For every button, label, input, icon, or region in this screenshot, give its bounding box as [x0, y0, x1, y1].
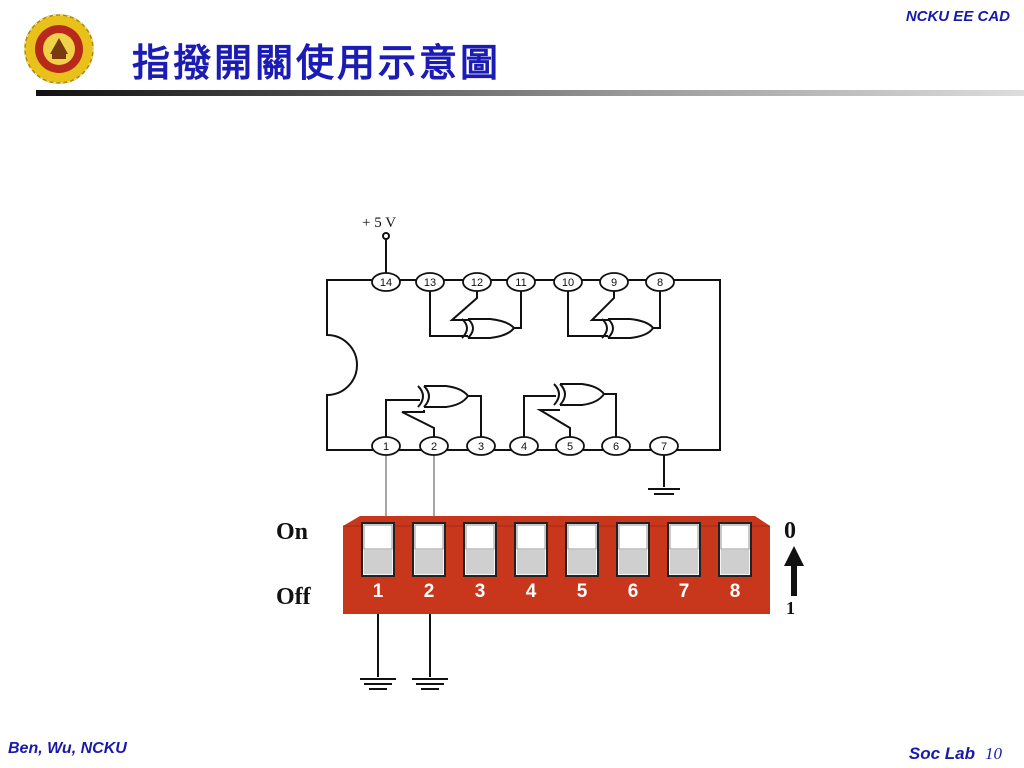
- switch-2[interactable]: 2: [412, 522, 446, 602]
- page-number: 10: [985, 744, 1002, 763]
- pin-11: 11: [506, 272, 536, 292]
- supply-label: + 5 V: [362, 215, 396, 231]
- switch-1[interactable]: 1: [361, 522, 395, 602]
- xor-gate-c: [417, 385, 470, 408]
- svg-text:14: 14: [380, 277, 392, 289]
- arrow-bottom-label: 1: [786, 598, 795, 618]
- switch-lever: [516, 524, 546, 550]
- switch-lever: [363, 524, 393, 550]
- pin-12: 12: [462, 272, 492, 292]
- switch-lever: [567, 524, 597, 550]
- supply-terminal: [382, 232, 390, 240]
- svg-text:1: 1: [383, 441, 389, 453]
- pin-13: 13: [415, 272, 445, 292]
- switch-number: 4: [526, 581, 537, 602]
- off-label: Off: [276, 584, 312, 610]
- xor-gate-b: [601, 318, 655, 339]
- switch-row: 1 2 3 4 5 6 7 8: [361, 522, 752, 602]
- pin-1: 1: [371, 436, 401, 456]
- svg-text:5: 5: [567, 441, 573, 453]
- pin-10: 10: [553, 272, 583, 292]
- pin-3: 3: [466, 436, 496, 456]
- switch-number: 8: [730, 581, 741, 602]
- switch-number: 3: [475, 581, 486, 602]
- switch-3[interactable]: 3: [463, 522, 497, 602]
- switch-5[interactable]: 5: [565, 522, 599, 602]
- pin-14: 14: [371, 272, 401, 292]
- switch-7[interactable]: 7: [667, 522, 701, 602]
- pin-4: 4: [509, 436, 539, 456]
- svg-text:13: 13: [424, 277, 436, 289]
- switch-8[interactable]: 8: [718, 522, 752, 602]
- switch-number: 7: [679, 581, 690, 602]
- svg-text:9: 9: [611, 277, 617, 289]
- svg-text:11: 11: [515, 277, 526, 289]
- switch-6[interactable]: 6: [616, 522, 650, 602]
- svg-text:12: 12: [471, 277, 483, 289]
- switch-number: 2: [424, 581, 435, 602]
- page-title: 指撥開關使用示意圖: [132, 40, 502, 85]
- footer-authors: Ben, Wu, NCKU: [8, 740, 127, 757]
- university-logo-icon: [24, 14, 94, 84]
- svg-text:8: 8: [657, 277, 663, 289]
- svg-text:10: 10: [562, 277, 574, 289]
- on-label: On: [276, 519, 308, 545]
- footer-right: Soc Lab 10: [909, 744, 1002, 764]
- svg-text:6: 6: [613, 441, 619, 453]
- xor-gate-a: [461, 318, 516, 339]
- pin-5: 5: [555, 436, 585, 456]
- switch-number: 5: [577, 581, 588, 602]
- switch-number: 6: [628, 581, 639, 602]
- title-divider: [36, 90, 1024, 96]
- switch-lever: [465, 524, 495, 550]
- svg-text:3: 3: [478, 441, 484, 453]
- pin-2: 2: [419, 436, 449, 456]
- svg-text:7: 7: [661, 441, 667, 453]
- arrow-top-label: 0: [784, 518, 796, 544]
- footer-lab: Soc Lab: [908, 744, 975, 763]
- org-label: NCKU EE CAD: [905, 8, 1010, 25]
- pin-9: 9: [599, 272, 629, 292]
- svg-text:4: 4: [521, 441, 527, 453]
- switch-lever: [720, 524, 750, 550]
- dip-switch-body: [343, 516, 770, 614]
- svg-text:2: 2: [431, 441, 437, 453]
- switch-number: 1: [373, 581, 384, 602]
- switch-lever: [414, 524, 444, 550]
- up-arrow-icon: [784, 546, 804, 596]
- pin-6: 6: [601, 436, 631, 456]
- pin-8: 8: [645, 272, 675, 292]
- switch-4[interactable]: 4: [514, 522, 548, 602]
- switch-lever: [669, 524, 699, 550]
- switch-lever: [618, 524, 648, 550]
- pin-7: 7: [649, 436, 679, 456]
- xor-gate-d: [553, 383, 606, 406]
- ic-body: [326, 279, 721, 451]
